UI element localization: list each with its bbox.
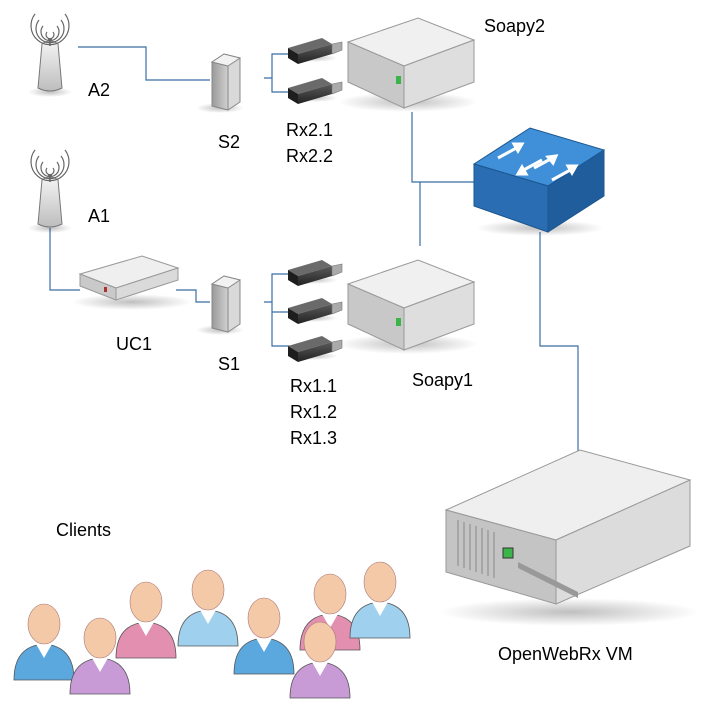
connector-lines [49, 46, 579, 454]
label-soapy2: Soapy2 [484, 16, 545, 36]
rx2-2-dongle-icon [285, 77, 343, 105]
label-rx2-1: Rx2.1 [286, 120, 333, 140]
splitter-s2-icon [195, 53, 245, 114]
person-icon [349, 561, 411, 639]
soapy1-host-icon [337, 259, 479, 355]
rx1-3-dongle-icon [285, 335, 343, 363]
label-rx1-3: Rx1.3 [290, 428, 337, 448]
person-icon [177, 569, 239, 647]
rx1-1-dongle-icon [285, 259, 343, 287]
label-soapy1: Soapy1 [412, 370, 473, 390]
rx1-2-dongle-icon [285, 297, 343, 325]
upconverter-uc1-icon [71, 255, 193, 311]
label-rx2-2: Rx2.2 [286, 146, 333, 166]
person-icon [115, 581, 177, 659]
soapy2-host-icon [337, 17, 479, 113]
label-uc1: UC1 [116, 334, 152, 354]
label-a1: A1 [88, 206, 110, 226]
network-switch-icon [472, 127, 606, 236]
label-clients: Clients [56, 520, 111, 540]
antenna-a2-icon [27, 13, 73, 98]
antenna-a1-icon [27, 149, 73, 234]
label-rx1-2: Rx1.2 [290, 402, 337, 422]
clients-group-icon [13, 561, 411, 699]
label-a2: A2 [88, 80, 110, 100]
label-s1: S1 [218, 354, 240, 374]
label-openwebrx-vm: OpenWebRx VM [498, 644, 633, 664]
splitter-s1-icon [195, 275, 245, 336]
label-s2: S2 [218, 132, 240, 152]
person-icon [233, 597, 295, 675]
rx2-1-dongle-icon [285, 37, 343, 65]
label-rx1-1: Rx1.1 [290, 376, 337, 396]
person-icon [13, 603, 75, 681]
openwebrx-vm-server-icon [440, 449, 700, 626]
